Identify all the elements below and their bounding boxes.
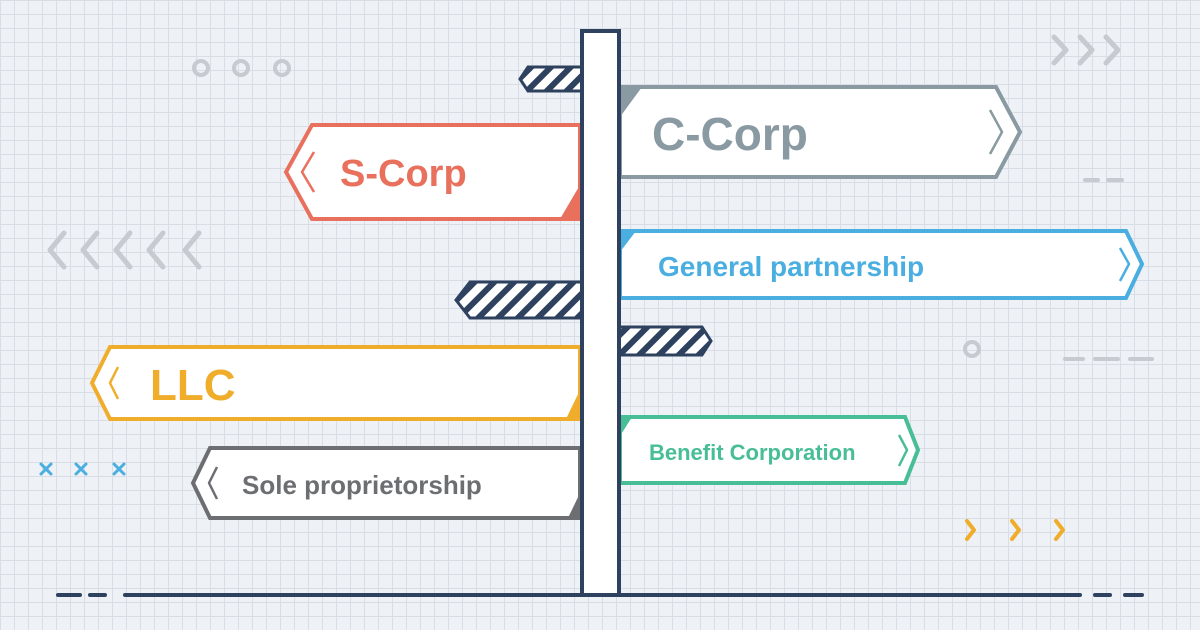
sign-sole-proprietorship: Sole proprietorship	[190, 446, 582, 520]
circle-icon	[192, 59, 210, 77]
chevron-icon	[207, 466, 219, 500]
decor-dashes-right	[1063, 178, 1154, 361]
sign-label-general-partnership: General partnership	[658, 251, 924, 282]
hatched-stub-left	[454, 280, 585, 320]
chevron-right-icon	[1103, 34, 1121, 66]
chevron-right-icon	[1077, 34, 1095, 66]
sign-label-scorp: S-Corp	[340, 153, 467, 195]
sign-llc: LLC	[89, 345, 582, 421]
chevron-left-icon	[47, 230, 67, 270]
circle-icon	[232, 59, 250, 77]
decor-left-chevrons	[47, 230, 202, 270]
chevron-left-icon	[80, 230, 100, 270]
sign-label-sole-proprietorship: Sole proprietorship	[242, 470, 482, 500]
chevron-right-icon	[965, 519, 976, 541]
chevron-icon	[897, 434, 909, 467]
decor-right-chevrons	[1051, 34, 1121, 66]
signpost-pole	[580, 29, 621, 597]
chevron-left-icon	[146, 230, 166, 270]
chevron-left-icon	[182, 230, 202, 270]
chevron-icon	[1118, 247, 1131, 282]
chevron-left-icon	[113, 230, 133, 270]
chevron-icon	[108, 366, 120, 400]
sign-label-benefit-corporation: Benefit Corporation	[649, 440, 856, 465]
hatched-stub-right	[615, 325, 713, 357]
sign-scorp: S-Corp	[283, 123, 582, 221]
circle-icon	[963, 340, 981, 358]
chevron-icon	[300, 151, 316, 193]
circle-icon	[273, 59, 291, 77]
decor-crosses	[39, 462, 126, 476]
sign-label-llc: LLC	[150, 361, 236, 410]
chevron-right-icon	[1051, 34, 1069, 66]
decor-circles-top	[192, 59, 291, 77]
cross-icon	[39, 462, 53, 476]
sign-general-partnership: General partnership	[618, 229, 1145, 300]
chevron-right-icon	[1010, 519, 1021, 541]
cross-icon	[74, 462, 88, 476]
chevron-icon	[988, 109, 1004, 155]
sign-label-ccorp: C-Corp	[652, 108, 808, 160]
hatched-stub-top	[518, 65, 585, 93]
decor-orange-chevrons	[965, 519, 1065, 541]
cross-icon	[112, 462, 126, 476]
sign-ccorp: C-Corp	[618, 85, 1023, 179]
sign-benefit-corporation: Benefit Corporation	[618, 415, 921, 485]
chevron-right-icon	[1054, 519, 1065, 541]
